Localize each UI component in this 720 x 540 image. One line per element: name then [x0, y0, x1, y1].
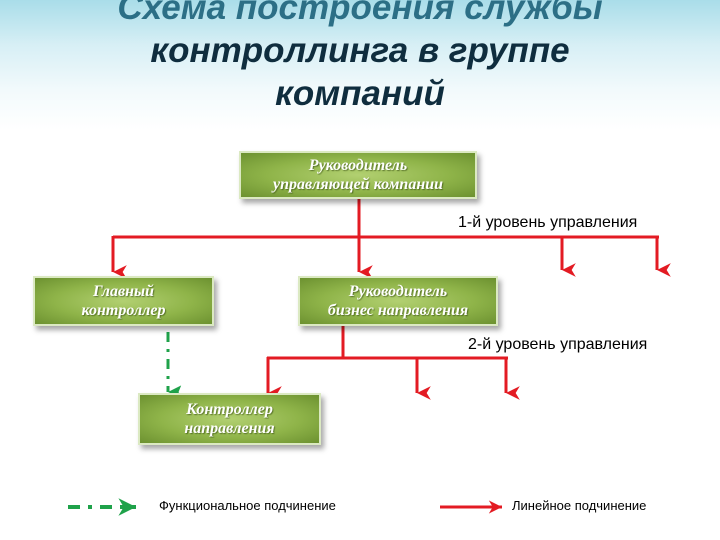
level2-label: 2-й уровень управления [468, 336, 648, 353]
box-business-head-line-1: Руководитель [348, 283, 448, 300]
box-head-of-management-company: Руководитель управляющей компании [239, 151, 477, 199]
legend-functional-label: Функциональное подчинение [159, 498, 336, 513]
box-direction-controller-line-2: направления [184, 420, 275, 437]
box-head-line-2: управляющей компании [272, 176, 444, 193]
title-line-3: компаний [275, 74, 445, 113]
box-business-head-line-2: бизнес направления [327, 302, 469, 319]
box-chief-controller: Главный контроллер [33, 276, 214, 326]
title-line-2: контроллинга в группе [150, 31, 570, 70]
box-business-direction-head: Руководитель бизнес направления [298, 276, 498, 326]
title-line-1: Схема построения службы [117, 0, 603, 27]
level1-label: 1-й уровень управления [458, 214, 638, 231]
box-direction-controller-line-1: Контроллер [186, 401, 273, 418]
box-chief-controller-line-1: Главный [92, 283, 155, 300]
page-title: Схема построения службы контроллинга в г… [0, 0, 720, 115]
box-chief-controller-line-2: контроллер [81, 302, 166, 319]
box-head-line-1: Руководитель [308, 157, 408, 174]
box-direction-controller: Контроллер направления [138, 393, 321, 445]
legend-linear-label: Линейное подчинение [512, 498, 647, 513]
